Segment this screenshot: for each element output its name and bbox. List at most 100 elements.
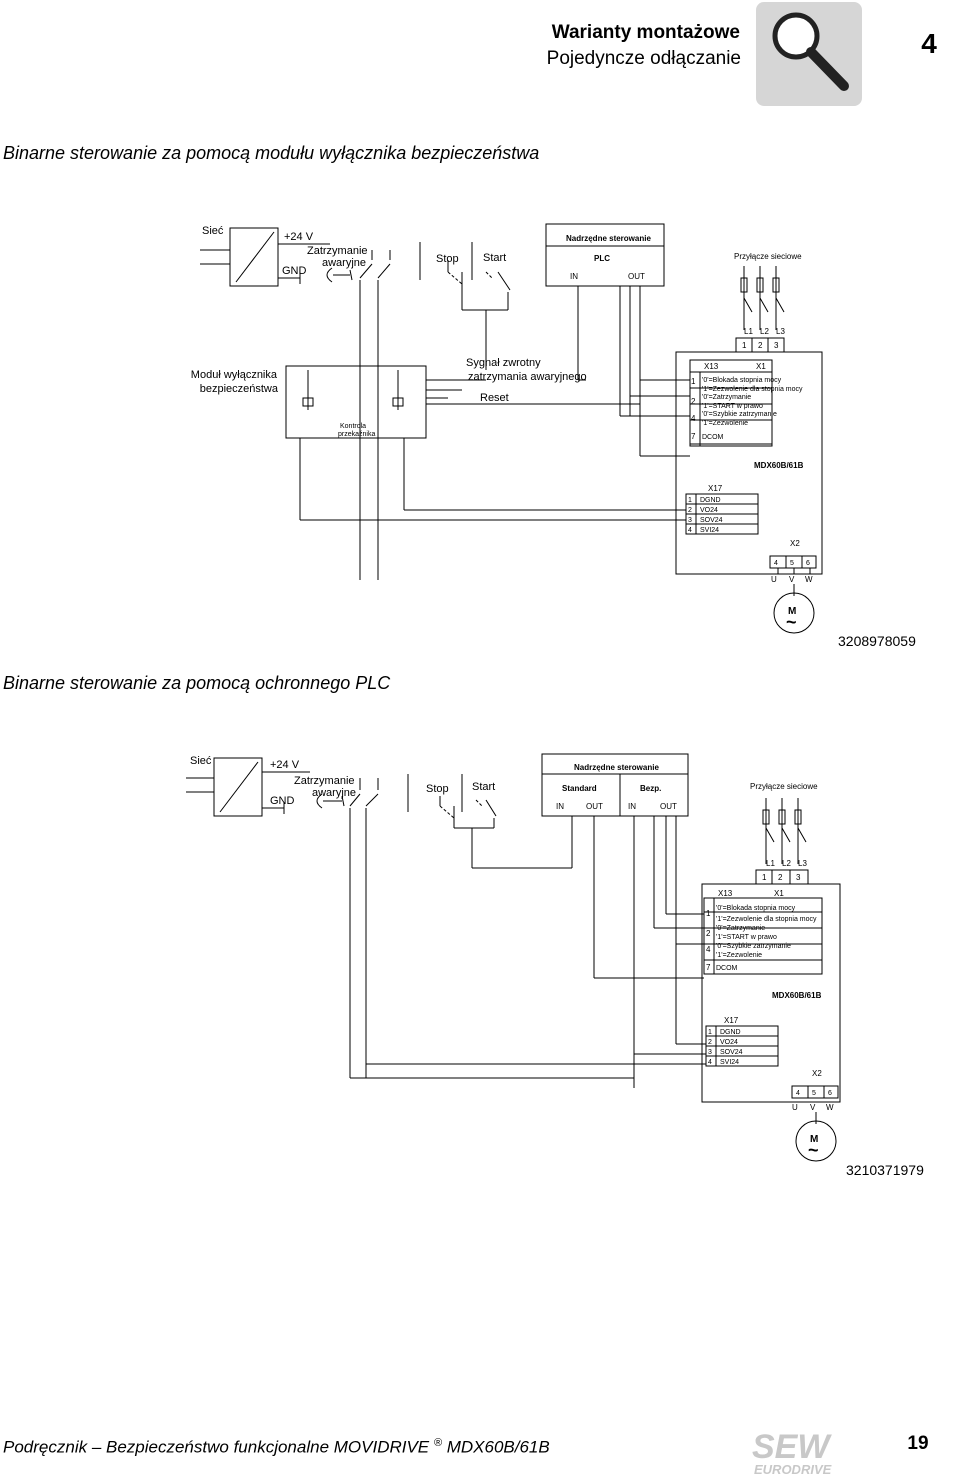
relay-label-line1: Kontrola: [340, 423, 366, 430]
logo-text-eurodrive: EURODRIVE: [754, 1462, 832, 1476]
std-out-label: OUT: [586, 802, 603, 811]
x17-pin-2: 2: [708, 1039, 712, 1046]
x17-pin-3: 3: [688, 517, 692, 524]
x17-pin-4: 4: [708, 1059, 712, 1066]
figure-number: 3208978059: [838, 633, 916, 649]
v24-label: +24 V: [270, 759, 300, 771]
footer-registered: ®: [433, 1437, 442, 1449]
x13-pin4-text-b: '1'=Zezwolenie: [702, 420, 748, 427]
x13-pin2-text-a: '0'=Zatrzymanie: [716, 925, 765, 932]
x13-pin2-text-a: '0'=Zatrzymanie: [702, 394, 751, 401]
x2-terminal-6: 6: [806, 560, 810, 567]
controller-title: Nadrzędne sterowanie: [574, 763, 659, 772]
pin-1: 1: [691, 377, 696, 386]
gnd-label: GND: [282, 265, 307, 277]
l2-label: L2: [760, 327, 769, 336]
plc-in-label: IN: [570, 272, 578, 281]
mains-connection-label: Przyłącze sieciowe: [750, 782, 818, 791]
motor-tilde: ~: [786, 612, 797, 632]
device-model-label: MDX60B/61B: [772, 991, 822, 1000]
device-model-label: MDX60B/61B: [754, 461, 804, 470]
footer-manual-title: Podręcznik – Bezpieczeństwo funkcjonalne…: [3, 1437, 550, 1458]
x13-pin4-text-b: '1'=Zezwolenie: [716, 952, 762, 959]
x17-pin-2: 2: [688, 507, 692, 514]
x17-sov24: SOV24: [720, 1049, 743, 1056]
x17-label: X17: [724, 1016, 739, 1025]
feedback-label-line1: Sygnał zwrotny: [466, 357, 541, 369]
x13-pin1-text-b: '1'=Zezwolenie dla stopnia mocy: [702, 386, 803, 393]
page-header-subtitle: Pojedyncze odłączanie: [546, 48, 741, 69]
x13-pin4-text-a: '0'=Szybkie zatrzymanie: [702, 411, 777, 418]
search-tab: [756, 2, 862, 106]
x17-pin-1: 1: [688, 497, 692, 504]
footer-manual: Podręcznik – Bezpieczeństwo funkcjonalne…: [3, 1437, 430, 1457]
terminal-2: 2: [758, 341, 763, 350]
stop-label: Stop: [436, 253, 459, 265]
l1-label: L1: [744, 327, 753, 336]
x2-terminal-4: 4: [796, 1090, 800, 1097]
x17-pin-1: 1: [708, 1029, 712, 1036]
x13-label: X13: [704, 362, 719, 371]
terminal-3: 3: [774, 341, 779, 350]
start-label: Start: [472, 781, 495, 793]
phase-w: W: [805, 575, 813, 584]
mains-label: Sieć: [202, 225, 224, 237]
wiring-diagram-1: Sieć +24 V GND Zatrzymanie awaryjne Stop…: [191, 223, 916, 649]
x13-pin2-text-b: '1'=START w prawo: [702, 403, 763, 410]
x1-label: X1: [774, 889, 784, 898]
page-number: 19: [907, 1433, 929, 1454]
footer-model: MDX60B/61B: [446, 1437, 550, 1457]
x13-pin1-text-a: '0'=Blokada stopnia mocy: [716, 905, 796, 912]
gnd-label: GND: [270, 795, 295, 807]
x1-label: X1: [756, 362, 766, 371]
estop-label-line2: awaryjne: [322, 257, 366, 269]
pin-4: 4: [691, 414, 696, 423]
l3-label: L3: [798, 859, 807, 868]
module-label-line1: Moduł wyłącznika: [191, 369, 278, 381]
x2-terminal-6: 6: [828, 1090, 832, 1097]
feedback-label-line2: zatrzymania awaryjnego: [468, 371, 587, 383]
std-in-label: IN: [556, 802, 564, 811]
motor-label: M: [810, 1134, 818, 1145]
x17-dgnd: DGND: [720, 1029, 741, 1036]
logo-text-sew: SEW: [752, 1428, 832, 1466]
x13-pin4-text-a: '0'=Szybkie zatrzymanie: [716, 943, 791, 950]
motor-label: M: [788, 606, 796, 617]
x17-svi24: SVI24: [720, 1059, 739, 1066]
safe-in-label: IN: [628, 802, 636, 811]
section-title-1: Binarne sterowanie za pomocą modułu wyłą…: [3, 143, 540, 163]
magnifier-icon: [772, 12, 849, 91]
pin-2: 2: [691, 397, 696, 406]
terminal-1: 1: [742, 341, 747, 350]
plc-out-label: OUT: [628, 272, 645, 281]
chapter-number: 4: [921, 28, 937, 59]
phase-v: V: [789, 575, 795, 584]
x17-svi24: SVI24: [700, 527, 719, 534]
wiring-diagram-2: Sieć +24 V GND Zatrzymanie awaryjne Stop…: [186, 753, 924, 1178]
phase-v: V: [810, 1103, 816, 1112]
x13-label: X13: [718, 889, 733, 898]
x13-dcom: DCOM: [716, 965, 738, 972]
figure-number: 3210371979: [846, 1162, 924, 1178]
x17-vo24: VO24: [700, 507, 718, 514]
x17-label: X17: [708, 484, 723, 493]
pin-1: 1: [706, 909, 711, 918]
standard-label: Standard: [562, 784, 597, 793]
estop-label-line2: awaryjne: [312, 787, 356, 799]
x13-pin1-text-b: '1'=Zezwolenie dla stopnia mocy: [716, 916, 817, 923]
x17-vo24: VO24: [720, 1039, 738, 1046]
mains-label: Sieć: [190, 755, 212, 767]
motor-tilde: ~: [808, 1140, 819, 1160]
pin-7: 7: [691, 432, 696, 441]
mains-connection-label: Przyłącze sieciowe: [734, 252, 802, 261]
pin-7: 7: [706, 963, 711, 972]
x13-dcom: DCOM: [702, 434, 724, 441]
terminal-3: 3: [796, 873, 801, 882]
plc-label: PLC: [594, 254, 610, 263]
x17-sov24: SOV24: [700, 517, 723, 524]
start-label: Start: [483, 252, 506, 264]
terminal-1: 1: [762, 873, 767, 882]
x2-terminal-5: 5: [790, 560, 794, 567]
x13-pin1-text-a: '0'=Blokada stopnia mocy: [702, 377, 782, 384]
safety-label: Bezp.: [640, 784, 661, 793]
